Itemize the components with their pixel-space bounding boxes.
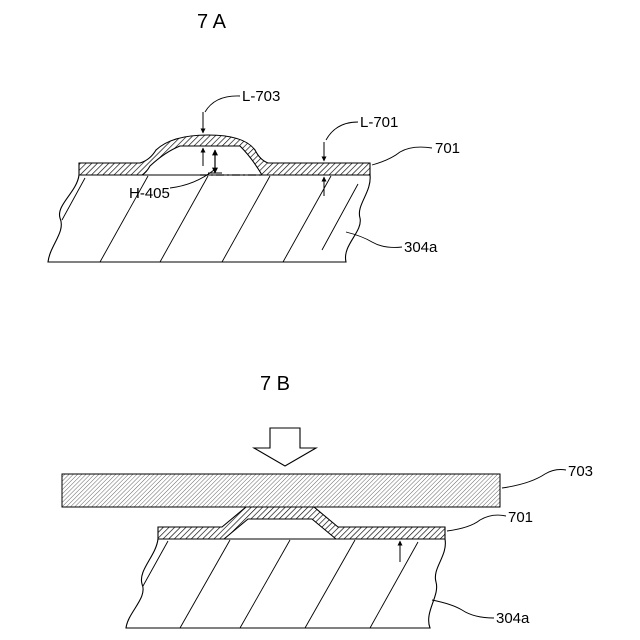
leader-304a-bottom: [432, 600, 494, 618]
label-703: 703: [568, 463, 593, 480]
label-701-bottom: 701: [508, 509, 533, 526]
label-701-top: 701: [435, 140, 460, 157]
figure-7b: 7 B 703 701 304a: [62, 373, 593, 628]
leader-701-bottom: [447, 515, 506, 531]
figure-7a: 7 A: [48, 11, 460, 262]
mold-703: [62, 474, 500, 507]
leader-h405: [170, 170, 214, 188]
film-701-top: [79, 135, 370, 175]
label-l703: L-703: [242, 88, 280, 105]
film-701-bottom: [158, 507, 445, 539]
figure-7b-title: 7 B: [260, 373, 290, 395]
leader-304a-top: [346, 232, 402, 247]
leader-703: [502, 470, 566, 489]
substrate-304a-bottom: [126, 539, 445, 628]
label-l701: L-701: [360, 114, 398, 131]
leader-701-top: [372, 147, 432, 165]
leader-l701: [326, 122, 358, 140]
label-304a-bottom: 304a: [496, 610, 530, 627]
label-h405: H-405: [129, 185, 170, 202]
label-304a-top: 304a: [404, 239, 438, 256]
substrate-304a-top: [48, 175, 370, 262]
dimension-h405: [208, 150, 222, 173]
figure-7a-title: 7 A: [197, 11, 227, 33]
leader-l703: [205, 96, 240, 112]
press-direction-arrow: [254, 428, 316, 466]
